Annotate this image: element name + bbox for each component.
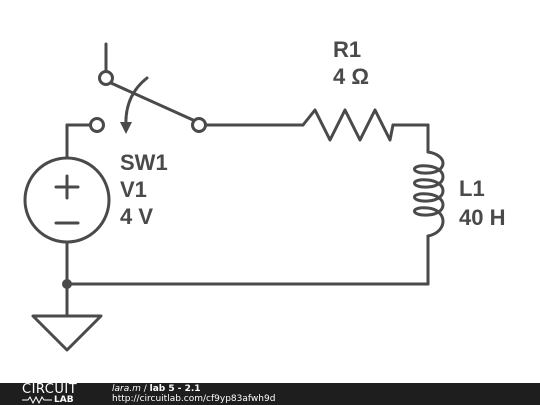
author-link[interactable]: lara.m	[112, 384, 141, 394]
source-ref-label: V1	[120, 177, 147, 202]
logo-circuit-text: CIRCUIT	[22, 382, 78, 397]
resistor-value-label: 4 Ω	[333, 64, 369, 89]
footer-bar: CIRCUIT LAB lara.m / lab 5 - 2.1 http://…	[0, 383, 540, 405]
meta-line-1: lara.m / lab 5 - 2.1	[112, 384, 275, 394]
ground-symbol	[31, 314, 103, 352]
resistor-r1-zigzag	[301, 108, 395, 142]
switch-terminal-left	[89, 117, 105, 133]
switch-actuator-arrowhead	[120, 122, 132, 134]
circuit-url-link[interactable]: http://circuitlab.com/cf9yp83afwh9d	[112, 394, 276, 404]
switch-terminal-top	[98, 70, 114, 86]
meta-separator: /	[140, 384, 150, 394]
circuit-title-link[interactable]: lab 5 - 2.1	[149, 384, 201, 394]
circuitlab-logo[interactable]: CIRCUIT LAB	[22, 383, 94, 405]
source-circle	[23, 156, 111, 244]
logo-lab-text: LAB	[54, 395, 74, 405]
switch-terminal-right	[191, 117, 207, 133]
logo-resistor-icon	[22, 396, 52, 404]
voltage-source-v1	[23, 156, 111, 244]
junction-dot	[62, 279, 72, 289]
inductor-value-label: 40 H	[459, 205, 505, 230]
circuit-schematic: SW1 V1 4 V R1 4 Ω L1 40 H	[23, 37, 505, 352]
wires	[65, 42, 430, 318]
inductor-l1-coil	[413, 150, 445, 238]
source-value-label: 4 V	[120, 204, 153, 229]
switch-label: SW1	[120, 150, 168, 175]
circuit-meta: lara.m / lab 5 - 2.1 http://circuitlab.c…	[112, 384, 275, 404]
switch-blade	[109, 81, 195, 122]
resistor-ref-label: R1	[333, 37, 361, 62]
switch-actuator-arc	[124, 76, 149, 130]
switch-sw1	[89, 70, 207, 134]
inductor-ref-label: L1	[459, 176, 485, 201]
